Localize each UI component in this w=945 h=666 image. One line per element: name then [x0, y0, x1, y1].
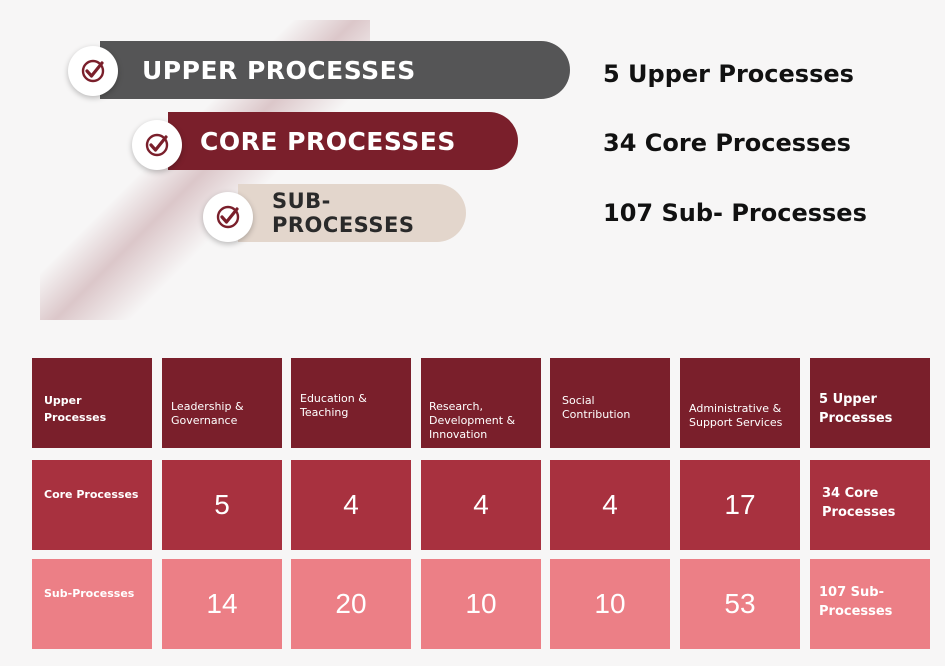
check-badge-icon	[68, 46, 118, 96]
sub-count-cell: 14	[162, 559, 282, 649]
sub-count-cell: 10	[550, 559, 670, 649]
sub-count-cell: 20	[291, 559, 411, 649]
core-processes-count: 34 Core Processes	[603, 129, 851, 157]
sub-count-cell: 53	[680, 559, 800, 649]
category-header: Administrative & Support Services	[680, 358, 800, 448]
core-count-cell: 4	[550, 460, 670, 550]
row-label-sub: Sub-Processes	[32, 559, 152, 649]
sub-processes-count: 107 Sub- Processes	[603, 199, 867, 227]
total-upper: 5 Upper Processes	[810, 358, 930, 448]
core-count-cell: 4	[421, 460, 541, 550]
total-core: 34 Core Processes	[810, 460, 930, 550]
check-badge-icon	[203, 192, 253, 242]
category-header: Education & Teaching	[291, 358, 411, 448]
upper-processes-label: UPPER PROCESSES	[142, 55, 416, 85]
sub-count-cell: 10	[421, 559, 541, 649]
core-processes-label: CORE PROCESSES	[200, 126, 456, 156]
category-header: Research, Development & Innovation	[421, 358, 541, 448]
upper-processes-count: 5 Upper Processes	[603, 60, 854, 88]
sub-processes-bar: SUB- PROCESSES	[238, 184, 466, 242]
core-count-cell: 4	[291, 460, 411, 550]
row-label-upper: Upper Processes	[32, 358, 152, 448]
category-header: Social Contribution	[550, 358, 670, 448]
upper-processes-bar: UPPER PROCESSES	[100, 41, 570, 99]
core-count-cell: 17	[680, 460, 800, 550]
sub-processes-label: SUB- PROCESSES	[272, 189, 415, 237]
core-processes-bar: CORE PROCESSES	[168, 112, 518, 170]
row-label-core: Core Processes	[32, 460, 152, 550]
category-header: Leadership & Governance	[162, 358, 282, 448]
check-badge-icon	[132, 120, 182, 170]
core-count-cell: 5	[162, 460, 282, 550]
total-sub: 107 Sub-Processes	[810, 559, 930, 649]
